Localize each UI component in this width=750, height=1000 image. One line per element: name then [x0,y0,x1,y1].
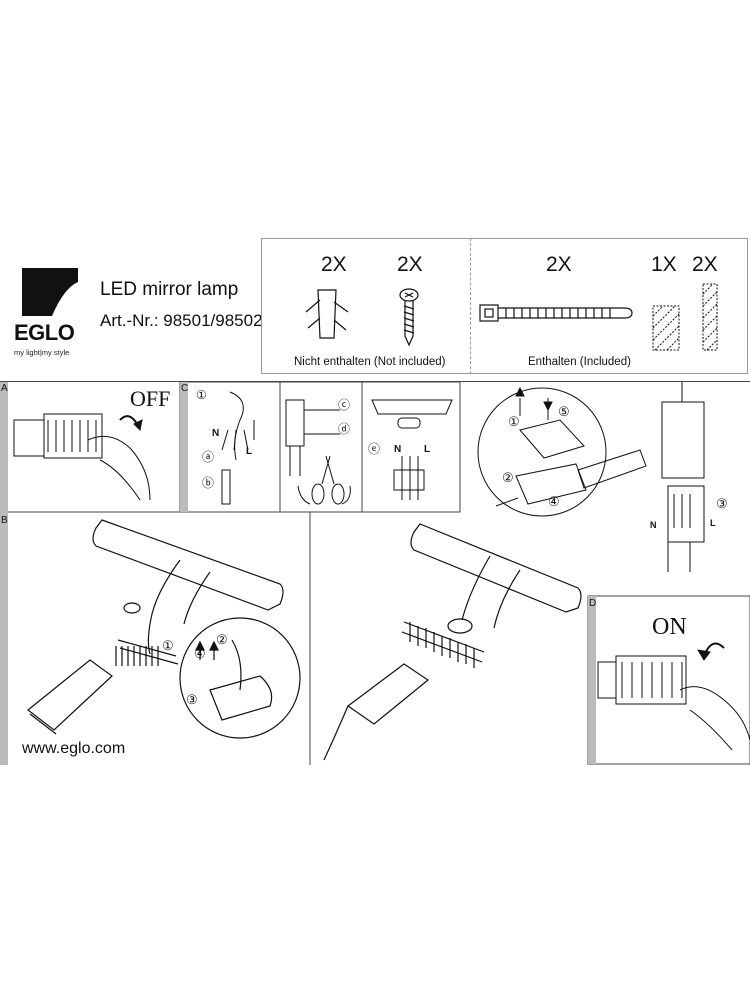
article-number: Art.-Nr.: 98501/98502 [100,311,263,330]
website-url: www.eglo.com [22,740,126,757]
sub-e-label: ⓔ [368,442,381,456]
parts-table [261,238,748,374]
lamp-head-diagram [661,382,705,572]
shade-b [0,512,8,765]
shade-d [588,596,596,764]
shade-c [180,382,188,512]
parts-divider [470,238,471,374]
brand-name: EGLO [14,320,75,345]
section-a-label: A [1,383,8,394]
off-label: OFF [130,386,171,411]
screw-icon [399,288,419,347]
shade-a [0,382,8,512]
step-4-label-b: ④ [194,646,206,661]
adhesive-pad-icon [652,305,680,351]
step-5-label: ⑤ [558,404,570,419]
qty-screw: 2X [397,253,423,276]
section-c-label: C [181,383,189,394]
on-label: ON [652,614,687,640]
step-c1-label: ① [196,388,207,402]
sub-a-label: ⓐ [202,450,215,464]
step-1-label: ① [508,414,520,429]
eglo-logo-mark [22,268,78,316]
driver-box-detail [477,386,647,517]
step-2-label: ② [502,470,514,485]
step-4-label: ④ [548,494,560,509]
brand-tagline: my light|my style [14,348,70,357]
step-1-label-b: ① [162,638,174,653]
fuse-box-on-illustration [597,642,750,751]
sub-d-label: ⓓ [338,422,351,436]
neutral-label-head: N [650,520,657,530]
live-label-e: L [424,444,431,455]
section-d-label: D [589,598,597,609]
qty-pad-single: 1X [651,253,677,276]
cable-tie-icon [479,304,633,322]
logo-curve-icon [52,282,78,316]
live-label-c: L [246,446,253,457]
qty-cable-tie: 2X [546,253,572,276]
qty-pad-double: 2X [692,253,718,276]
lamp-installed-right [323,523,582,761]
wiring-strip-illustration [221,391,255,505]
connector-illustration [371,399,453,500]
product-title: LED mirror lamp [100,279,239,300]
sub-c-label: ⓒ [338,398,351,412]
step-3-label-b: ③ [186,692,198,707]
step-2-label-b: ② [216,632,228,647]
section-b-label: B [1,515,8,526]
section-divider [0,381,750,382]
cable-cutting-illustration [285,399,351,505]
live-label-head: L [710,518,716,528]
neutral-label-e: N [394,444,402,455]
sub-b-label: ⓑ [202,476,215,490]
qty-wall-plug: 2X [321,253,347,276]
lamp-mounting-left [27,519,301,739]
not-included-caption: Nicht enthalten (Not included) [294,356,446,368]
fuse-box-off-illustration [13,413,151,501]
adhesive-strip-icon [702,283,718,351]
included-caption: Enthalten (Included) [528,356,631,368]
step-3-label-head: ③ [716,496,728,511]
neutral-label-c: N [212,428,220,439]
wall-plug-icon [305,289,349,339]
